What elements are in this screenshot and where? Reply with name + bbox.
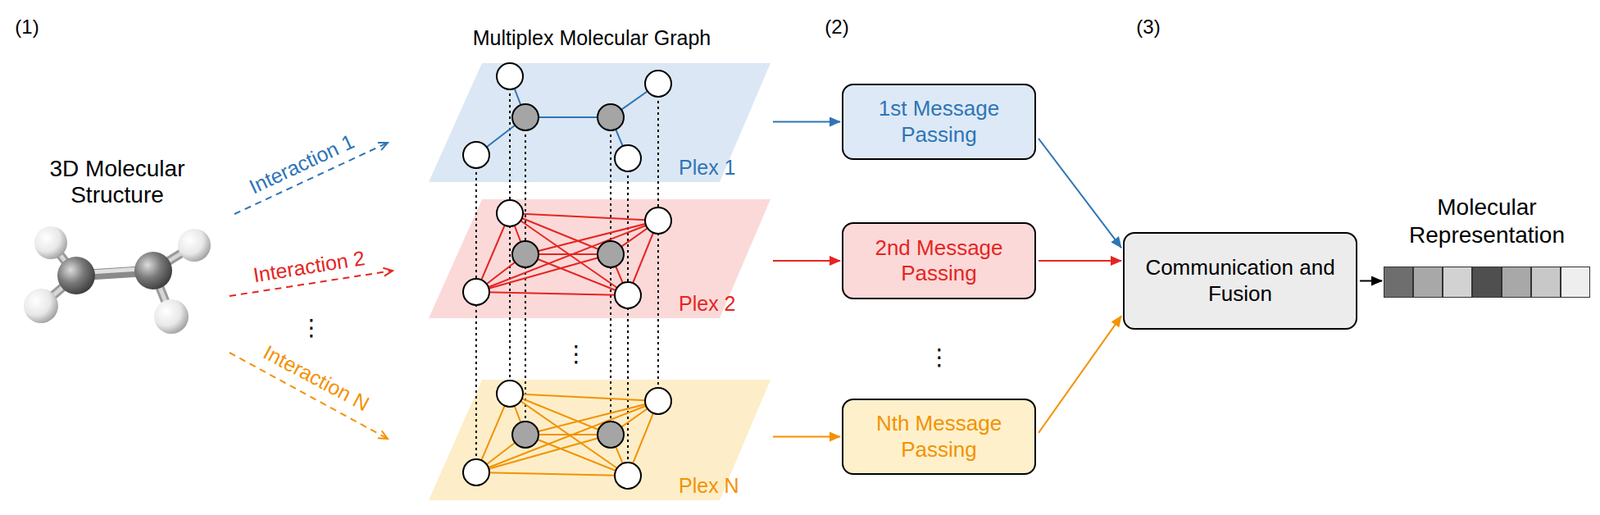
flow-arrow [1038,138,1122,248]
graph-atom [463,459,490,486]
carbon-atom [134,251,173,290]
graph-atom [614,462,641,489]
flow-arrow [1359,280,1382,282]
box-label: Nth Message Passing [857,410,1022,462]
output-label: Molecular Representation [1383,193,1591,249]
graph-edge [476,400,659,473]
graph-atom [496,380,523,407]
graph-edge [509,393,628,476]
vector-cell [1472,266,1502,298]
graph-edge [476,291,628,296]
flow-arrow [1038,259,1122,262]
vector-cell [1413,266,1443,298]
flow-arrow [772,436,841,438]
plex-label: Plex N [678,472,740,498]
interlayer-link [509,76,511,394]
graph-atom [597,240,624,268]
step-number: (1) [14,15,39,39]
hydrogen-atom [34,226,68,260]
graph-atom [463,141,490,169]
step-number: (2) [824,15,849,39]
vector-cell [1501,266,1532,298]
graph-atom [597,421,624,448]
ellipsis: ⋮ [564,340,588,368]
message-passing-box: Nth Message Passing [841,398,1037,475]
ellipsis: ⋮ [300,314,323,341]
interaction-label: Interaction 2 [251,245,367,287]
graph-edge [509,213,628,296]
graph-edge [509,393,659,401]
box-label: Communication and Fusion [1135,254,1346,306]
hydrogen-atom [154,299,189,334]
vector-bar [1383,266,1591,298]
graph-title: Multiplex Molecular Graph [472,26,711,50]
flow-arrow [772,121,841,123]
carbon-atom [57,256,96,295]
graph-edge [509,213,659,221]
graph-atom [645,70,672,97]
graph-edge [476,220,659,292]
molecule-illustration [23,226,211,334]
interlayer-link [627,158,629,476]
graph-edge [525,220,659,255]
vector-cell [1383,266,1414,298]
graph-atom [512,104,539,131]
graph-edge [476,472,628,476]
plex-plane-fill [428,199,771,319]
graph-atom [496,200,523,227]
graph-atom [496,63,523,90]
fusion-box: Communication and Fusion [1122,231,1358,330]
graph-atom [512,421,539,448]
graph-edge [476,254,611,292]
interaction-label: Interaction N [259,340,374,416]
graph-atom [614,145,641,172]
plex-plane-fill [428,63,771,182]
structure-label: 3D Molecular Structure [31,155,204,209]
box-label: 1st Message Passing [857,95,1022,147]
graph-atom [645,207,672,234]
vector-cell [1560,266,1591,298]
flow-arrow [1038,315,1122,433]
hydrogen-atom [177,228,211,262]
message-passing-box: 2nd Message Passing [841,222,1037,300]
interlayer-link [609,117,612,435]
plex-plane-fill [428,379,771,500]
interlayer-link [475,154,478,473]
ellipsis: ⋮ [927,344,951,371]
vector-cell [1531,266,1561,298]
message-passing-box: 1st Message Passing [841,83,1037,160]
graph-atom [597,104,624,131]
plex-label: Plex 2 [678,290,736,316]
graph-edge [525,400,659,435]
box-label: 2nd Message Passing [857,235,1022,287]
hydrogen-atom [23,288,59,323]
interlayer-link [524,117,527,435]
vector-cell [1442,266,1473,298]
graph-atom [512,240,539,268]
graph-edge [476,434,611,473]
interlayer-link [657,83,660,401]
step-number: (3) [1136,15,1160,39]
graph-atom [463,278,490,305]
plex-label: Plex 1 [678,154,736,180]
representation-vector: Molecular Representation [1383,193,1591,298]
graph-atom [614,281,641,309]
flow-arrow [772,259,841,262]
graph-atom [645,387,672,414]
